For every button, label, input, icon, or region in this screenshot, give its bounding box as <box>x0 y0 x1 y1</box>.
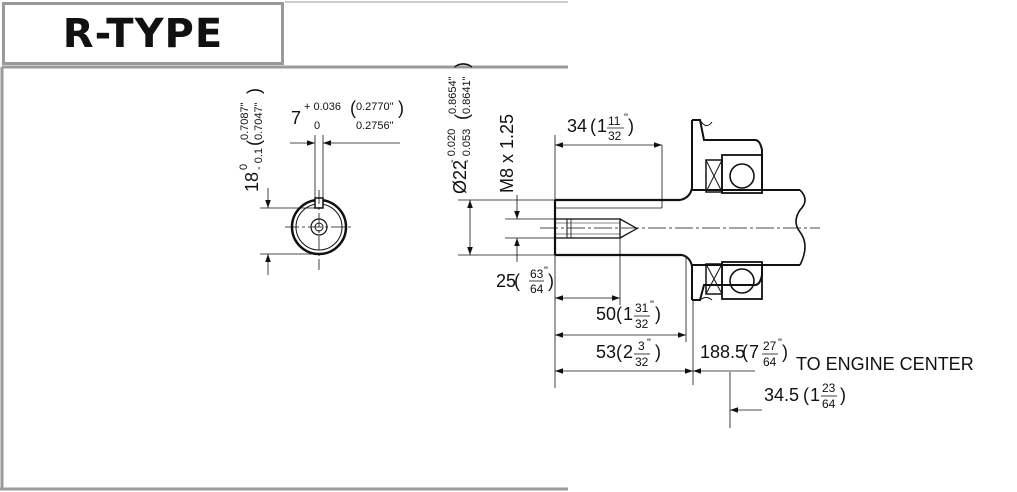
svg-text:32: 32 <box>635 317 649 331</box>
svg-text:): ) <box>452 62 472 68</box>
svg-text:32: 32 <box>608 129 622 143</box>
svg-text:63: 63 <box>530 267 544 281</box>
frame <box>0 1 568 491</box>
svg-text:(: ( <box>350 98 356 118</box>
svg-text:- 0.053: - 0.053 <box>461 129 473 163</box>
svg-text:1: 1 <box>597 116 607 136</box>
svg-text:): ) <box>840 385 846 405</box>
svg-text:M8 x 1.25: M8 x 1.25 <box>497 114 517 193</box>
svg-text:): ) <box>244 88 264 94</box>
svg-text:0.8641": 0.8641" <box>461 76 473 114</box>
svg-text:(: ( <box>616 304 622 324</box>
svg-text:Ø22: Ø22 <box>450 160 470 194</box>
svg-text:- 0.020: - 0.020 <box>446 129 458 163</box>
svg-text:11: 11 <box>608 114 621 128</box>
svg-text:0.8654": 0.8654" <box>447 76 459 114</box>
dim-key-width: 7 + 0.036 0 ( 0.2770" 0.2756" ) <box>291 98 404 132</box>
svg-text:(: ( <box>742 342 748 362</box>
svg-text:0.7087": 0.7087" <box>239 102 251 140</box>
svg-text:53: 53 <box>596 342 616 362</box>
svg-text:23: 23 <box>822 381 836 395</box>
svg-text:): ) <box>628 116 634 136</box>
svg-text:18: 18 <box>242 172 262 192</box>
svg-text:0: 0 <box>238 164 250 170</box>
svg-text:188.5: 188.5 <box>700 342 745 362</box>
svg-text:0.7047": 0.7047" <box>253 102 265 140</box>
svg-text:- 0.1: - 0.1 <box>253 148 265 170</box>
svg-text:2: 2 <box>623 342 633 362</box>
svg-text:(: ( <box>803 385 809 405</box>
svg-text:25: 25 <box>496 271 516 291</box>
side-dim-lines <box>458 135 762 428</box>
svg-text:(: ( <box>616 342 622 362</box>
svg-text:64: 64 <box>763 355 777 369</box>
svg-text:": " <box>650 299 654 311</box>
page-title: R-TYPE <box>62 10 224 57</box>
svg-text:34: 34 <box>567 116 587 136</box>
dim-25: 25 ( 63 64 " ) <box>496 265 554 296</box>
svg-text:": " <box>647 337 651 349</box>
end-view <box>260 135 400 275</box>
dim-thread: M8 x 1.25 <box>497 114 517 193</box>
svg-text:64: 64 <box>530 282 544 296</box>
dim-53: 53 ( 2 3 32 " ) <box>596 337 661 369</box>
svg-text:): ) <box>548 271 554 291</box>
dim-345: 34.5 ( 1 23 64 ) <box>764 381 846 411</box>
svg-text:(: ( <box>452 114 472 120</box>
svg-text:): ) <box>398 98 404 118</box>
svg-text:": " <box>624 112 628 124</box>
svg-text:7: 7 <box>749 342 759 362</box>
svg-text:": " <box>544 265 548 277</box>
svg-text:0.2770": 0.2770" <box>356 101 394 113</box>
svg-text:+ 0.036: + 0.036 <box>304 101 341 113</box>
svg-text:34.5: 34.5 <box>764 385 799 405</box>
svg-text:31: 31 <box>635 301 649 315</box>
svg-text:": " <box>778 337 782 349</box>
dim-50: 50 ( 1 31 32 " ) <box>596 299 661 331</box>
svg-text:64: 64 <box>822 397 836 411</box>
svg-text:3: 3 <box>638 339 645 353</box>
svg-text:7: 7 <box>291 108 301 128</box>
svg-text:): ) <box>782 342 788 362</box>
dim-188: 188.5 ( 7 27 64 " ) TO ENGINE CENTER <box>700 337 974 374</box>
svg-text:0: 0 <box>314 120 320 132</box>
side-view <box>540 119 820 301</box>
svg-text:(: ( <box>244 140 264 146</box>
svg-text:32: 32 <box>635 355 649 369</box>
svg-text:27: 27 <box>763 339 777 353</box>
svg-text:(: ( <box>514 271 520 291</box>
svg-text:0.2756": 0.2756" <box>356 120 394 132</box>
svg-text:(: ( <box>590 116 596 136</box>
svg-text:1: 1 <box>623 304 633 324</box>
svg-text:): ) <box>655 304 661 324</box>
svg-text:50: 50 <box>596 304 616 324</box>
svg-text:): ) <box>655 342 661 362</box>
dim-shaft-diameter: Ø22 - 0.020 - 0.053 ( 0.8654" 0.8641" ) <box>446 62 473 194</box>
title-box: R-TYPE <box>2 2 284 65</box>
svg-text:1: 1 <box>810 385 820 405</box>
dim-key-depth: 18 0 - 0.1 ( 0.7087" 0.7047" ) <box>238 88 265 192</box>
dim-34: 34 ( 1 11 32 " ) <box>567 112 634 143</box>
svg-text:TO ENGINE CENTER: TO ENGINE CENTER <box>796 354 974 374</box>
